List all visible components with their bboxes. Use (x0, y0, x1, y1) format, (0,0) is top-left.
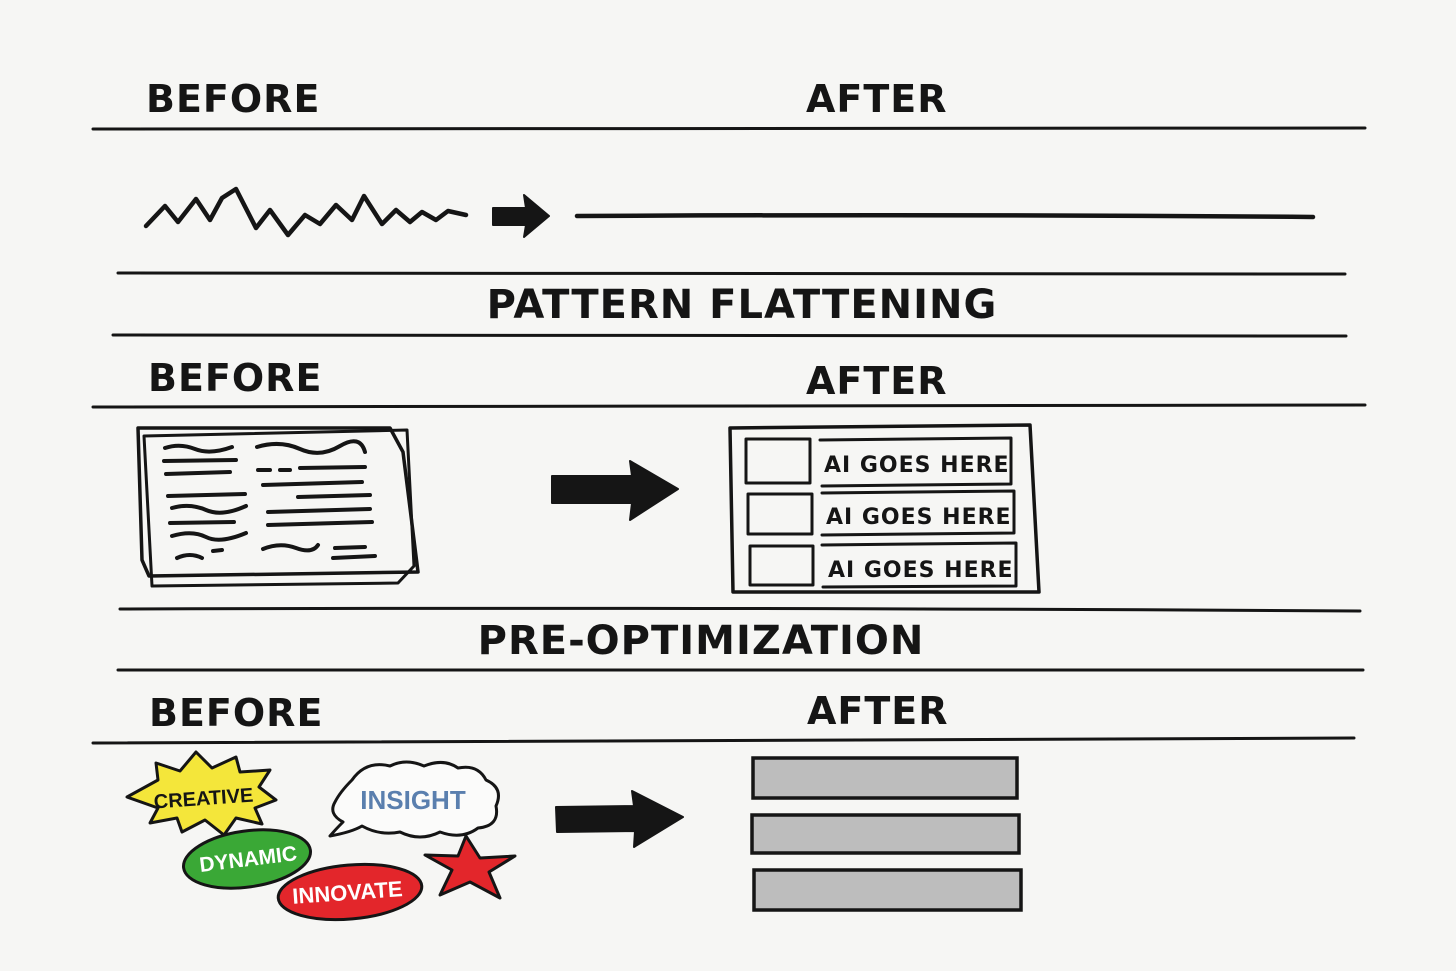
before-label: BEFORE (146, 77, 320, 121)
title-divider-bottom (116, 667, 1365, 672)
template-card: AI GOES HERE AI GOES HERE AI GOES HERE (728, 423, 1041, 594)
section-title: PATTERN FLATTENING (487, 282, 998, 328)
title-divider-bottom (111, 332, 1348, 338)
row-label: AI GOES HERE (826, 505, 1012, 530)
title-divider-top (118, 606, 1362, 613)
title-divider-top (116, 270, 1347, 276)
after-label: AFTER (806, 77, 948, 121)
section-1: BEFORE AFTER PATTERN FLATTENING (91, 77, 1367, 338)
template-row: AI GOES HERE (744, 436, 1013, 488)
messy-document-icon (136, 426, 420, 588)
section-3: BEFORE AFTER CREATIVE INSIGHT DYNAMIC IN… (91, 689, 1356, 922)
template-row: AI GOES HERE (748, 541, 1018, 589)
template-row: AI GOES HERE (746, 489, 1016, 537)
section-2: BEFORE AFTER (91, 356, 1367, 672)
insight-cloud-icon: INSIGHT (328, 760, 500, 839)
creative-burst-icon: CREATIVE (125, 750, 278, 837)
innovate-oval-icon: INNOVATE (276, 862, 424, 922)
row-label: AI GOES HERE (828, 558, 1014, 583)
right-arrow-icon (551, 460, 679, 521)
before-label: BEFORE (148, 356, 322, 400)
right-arrow-icon (492, 194, 550, 238)
header-divider (91, 125, 1367, 131)
placeholder-bars (750, 756, 1023, 912)
insight-word: INSIGHT (360, 785, 466, 815)
header-divider (91, 403, 1367, 409)
gray-bar (751, 756, 1019, 800)
before-label: BEFORE (149, 691, 323, 735)
gray-bar (750, 813, 1021, 855)
after-label: AFTER (807, 689, 949, 733)
after-label: AFTER (806, 359, 948, 403)
star-icon (423, 834, 517, 900)
zigzag-line-icon (143, 186, 469, 238)
flat-line (574, 212, 1316, 220)
row-label: AI GOES HERE (824, 453, 1010, 478)
header-divider (91, 736, 1356, 745)
gray-bar (752, 868, 1023, 912)
right-arrow-icon (555, 790, 684, 848)
dynamic-oval-icon: DYNAMIC (182, 828, 312, 890)
section-title: PRE-OPTIMIZATION (478, 618, 925, 664)
